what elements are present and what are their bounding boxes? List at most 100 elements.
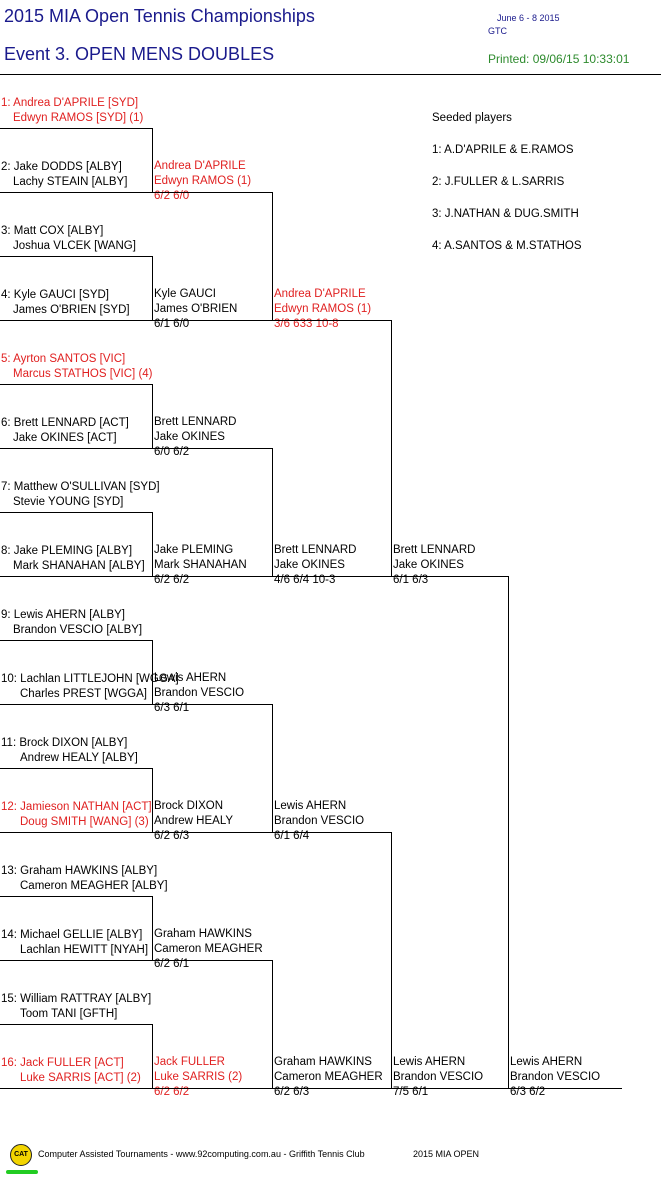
match-score: 6/1 6/3 (393, 574, 429, 586)
footer-event: 2015 MIA OPEN (413, 1149, 480, 1159)
bracket-connector (152, 640, 153, 704)
seed-entry: 2: J.FULLER & L.SARRIS (432, 176, 565, 188)
r2-player-b: Cameron MEAGHER (154, 943, 263, 955)
r1-player-b: Doug SMITH [WANG] (3) (20, 816, 149, 828)
r2-player-a: Graham HAWKINS (154, 928, 252, 940)
r4-player-b: Jake OKINES (393, 559, 464, 571)
r1-line (0, 704, 152, 705)
bracket-connector (272, 192, 273, 320)
r4-line (391, 1088, 508, 1089)
r2-line (152, 576, 272, 577)
r3-player-b: Jake OKINES (274, 559, 345, 571)
r1-player-b: James O'BRIEN [SYD] (13, 304, 130, 316)
match-score: 6/2 6/2 (154, 1086, 190, 1098)
r2-player-b: James O'BRIEN (154, 303, 238, 315)
r1-player-a: 8: Jake PLEMING [ALBY] (1, 545, 133, 557)
bracket-connector (152, 128, 153, 192)
r1-player-a: 6: Brett LENNARD [ACT] (1, 417, 129, 429)
r3-player-a: Brett LENNARD (274, 544, 357, 556)
r2-player-b: Edwyn RAMOS (1) (154, 175, 252, 187)
match-score: 3/6 633 10-8 (274, 318, 339, 330)
r2-player-b: Jake OKINES (154, 431, 225, 443)
bracket-connector (152, 896, 153, 960)
r1-player-a: 5: Ayrton SANTOS [VIC] (1, 353, 126, 365)
r1-player-b: Edwyn RAMOS [SYD] (1) (13, 112, 144, 124)
r3-player-a: Andrea D'APRILE (274, 288, 366, 300)
tournament-title: 2015 MIA Open Tennis Championships (4, 6, 315, 26)
r3-line (272, 832, 391, 833)
r5-player-a: Lewis AHERN (510, 1056, 583, 1068)
bracket-connector (152, 768, 153, 832)
r2-player-a: Andrea D'APRILE (154, 160, 246, 172)
bracket-connector (272, 960, 273, 1088)
r1-player-a: 15: William RATTRAY [ALBY] (1, 993, 152, 1005)
cat-logo: CAT (10, 1144, 32, 1166)
seeded-heading: Seeded players (432, 112, 512, 124)
r1-player-a: 14: Michael GELLIE [ALBY] (1, 929, 143, 941)
r3-line (272, 1088, 391, 1089)
r4-line (391, 576, 508, 577)
r1-line (0, 640, 152, 641)
r5-player-b: Brandon VESCIO (510, 1071, 601, 1083)
r1-player-a: 2: Jake DODDS [ALBY] (1, 161, 122, 173)
r3-line (272, 576, 391, 577)
r3-player-b: Edwyn RAMOS (1) (274, 303, 372, 315)
r1-player-b: Andrew HEALY [ALBY] (20, 752, 138, 764)
r1-player-b: Charles PREST [WGGA] (20, 688, 147, 700)
match-score: 6/3 6/1 (154, 702, 190, 714)
r1-player-a: 7: Matthew O'SULLIVAN [SYD] (1, 481, 160, 493)
r1-player-b: Jake OKINES [ACT] (13, 432, 117, 444)
r1-line (0, 896, 152, 897)
match-score: 6/3 6/2 (510, 1086, 546, 1098)
tournament-dates: June 6 - 8 2015 (497, 13, 560, 23)
r1-line (0, 128, 152, 129)
r1-line (0, 576, 152, 577)
r2-player-a: Brock DIXON (154, 800, 224, 812)
r2-line (152, 448, 272, 449)
match-score: 6/1 6/0 (154, 318, 190, 330)
r1-player-b: Cameron MEAGHER [ALBY] (20, 880, 168, 892)
r2-line (152, 960, 272, 961)
match-score: 6/2 6/0 (154, 190, 190, 202)
r3-line (272, 320, 391, 321)
r2-line (152, 704, 272, 705)
r1-player-a: 12: Jamieson NATHAN [ACT] (1, 801, 152, 813)
match-score: 6/1 6/4 (274, 830, 310, 842)
r1-player-b: Lachy STEAIN [ALBY] (13, 176, 128, 188)
seed-entry: 3: J.NATHAN & DUG.SMITH (432, 208, 579, 220)
r1-player-a: 9: Lewis AHERN [ALBY] (1, 609, 125, 621)
bracket-connector (272, 448, 273, 576)
r1-player-b: Brandon VESCIO [ALBY] (13, 624, 143, 636)
event-title: Event 3. OPEN MENS DOUBLES (4, 44, 275, 64)
logo-underline (6, 1170, 38, 1174)
header-divider (0, 74, 661, 75)
match-score: 6/2 6/2 (154, 574, 190, 586)
r4-player-a: Lewis AHERN (393, 1056, 466, 1068)
seed-entry: 1: A.D'APRILE & E.RAMOS (432, 144, 574, 156)
printed-timestamp: Printed: 09/06/15 10:33:01 (488, 52, 630, 66)
bracket-connector (152, 384, 153, 448)
r1-line (0, 1024, 152, 1025)
match-score: 7/5 6/1 (393, 1086, 429, 1098)
bracket-connector (272, 704, 273, 832)
r1-player-b: Marcus STATHOS [VIC] (4) (13, 368, 153, 380)
r1-player-a: 16: Jack FULLER [ACT] (1, 1057, 124, 1069)
r1-line (0, 320, 152, 321)
r5-line (508, 1088, 622, 1089)
r1-line (0, 192, 152, 193)
r2-player-a: Jack FULLER (154, 1056, 225, 1068)
bracket-connector (152, 256, 153, 320)
r1-line (0, 832, 152, 833)
r2-line (152, 320, 272, 321)
bracket-connector (391, 832, 392, 1088)
bracket-connector (152, 512, 153, 576)
r1-player-a: 1: Andrea D'APRILE [SYD] (1, 97, 139, 109)
r2-player-a: Brett LENNARD (154, 416, 237, 428)
r3-player-b: Brandon VESCIO (274, 815, 365, 827)
r1-line (0, 448, 152, 449)
r2-line (152, 1088, 272, 1089)
r1-player-a: 3: Matt COX [ALBY] (1, 225, 104, 237)
r1-player-a: 10: Lachlan LITTLEJOHN [WGGA] (1, 673, 179, 685)
r1-player-a: 4: Kyle GAUCI [SYD] (1, 289, 110, 301)
r3-player-a: Graham HAWKINS (274, 1056, 372, 1068)
